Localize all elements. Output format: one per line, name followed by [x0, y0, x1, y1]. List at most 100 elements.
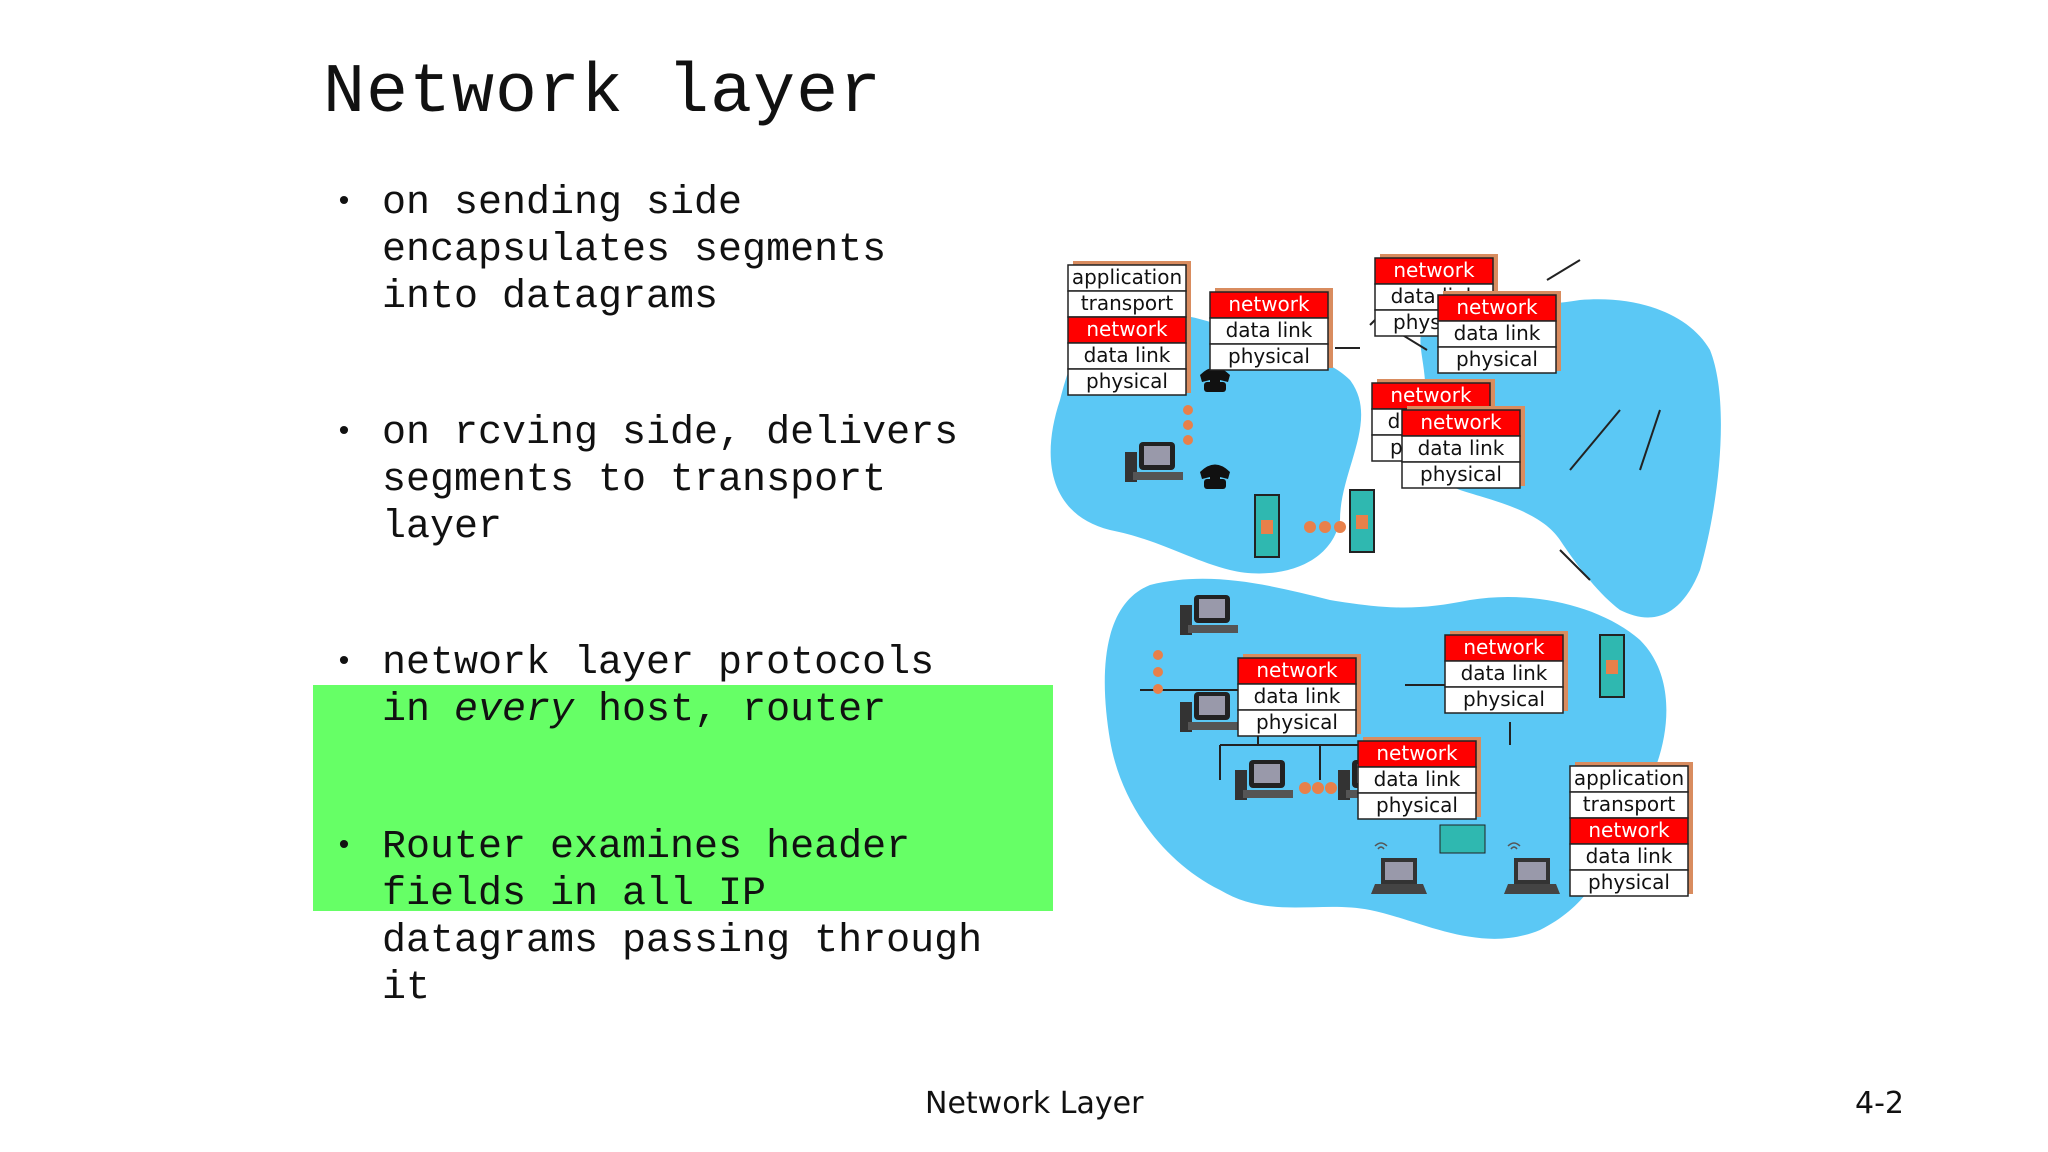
stack-layer-label: physical [1086, 369, 1168, 393]
stack-layer-label: data link [1586, 844, 1673, 868]
stack-layer-label: physical [1228, 344, 1310, 368]
bullet-dot: • [335, 186, 354, 220]
stack-layer-box [1444, 660, 1564, 688]
stack-layer-label: network [1256, 658, 1338, 682]
access-point-icon [1439, 824, 1486, 854]
stack-layer-label: data link [1454, 321, 1541, 345]
stack-layer-label: transport [1081, 291, 1174, 315]
stack-layer-label: network [1463, 635, 1545, 659]
bullet-dot: • [335, 646, 354, 680]
emphasis-word: every [454, 688, 575, 733]
link-line [1639, 409, 1661, 471]
stack-layer-box [1067, 316, 1187, 344]
bullet-line: network layer protocols [382, 641, 935, 686]
server-icon [1599, 634, 1625, 698]
stack-layer-label: application [1574, 766, 1684, 790]
stack-layer-label: data link [1084, 343, 1171, 367]
stack-layer-box [1569, 843, 1689, 871]
stack-layer-box [1067, 264, 1187, 292]
link-line [1569, 409, 1621, 471]
stack-layer-label: network [1228, 292, 1310, 316]
stack-layer-box [1357, 766, 1477, 794]
stack-layer-box [1371, 382, 1491, 410]
stack-layer-box [1067, 342, 1187, 370]
repeater-dots [1153, 405, 1346, 794]
stack-layer-box [1209, 291, 1329, 319]
slide-title: Network layer [323, 54, 883, 133]
stack-layer-box [1569, 765, 1689, 793]
stack-layer-box [1237, 709, 1357, 737]
stack-layer-label: network [1393, 258, 1475, 282]
stack-layer-label: physical [1588, 870, 1670, 894]
stack-layer-box [1237, 657, 1357, 685]
stack-layer-label: data link [1226, 318, 1313, 342]
stack-layer-label: data link [1254, 684, 1341, 708]
stack-layer-label: application [1072, 265, 1182, 289]
stack-layer-box [1209, 343, 1329, 371]
stack-layer-label: physical [1376, 793, 1458, 817]
stack-layer-box [1437, 294, 1557, 322]
stack-layer-box [1357, 792, 1477, 820]
stack-layer-label: transport [1583, 792, 1676, 816]
stack-layer-box [1437, 346, 1557, 374]
stack-layer-box [1067, 368, 1187, 396]
page-number: 4-2 [1855, 1086, 1904, 1121]
bullet-dot: • [335, 416, 354, 450]
desktop-computer-icon [1235, 760, 1293, 800]
stack-layer-box [1374, 257, 1494, 285]
stack-layer-label: data link [1418, 436, 1505, 460]
footer-title: Network Layer [925, 1086, 1144, 1121]
server-icon [1349, 489, 1375, 553]
stack-layer-label: network [1456, 295, 1538, 319]
stack-layer-label: network [1390, 383, 1472, 407]
laptop-icon [1371, 842, 1427, 894]
bullet-line: in every host, router [382, 688, 887, 733]
desktop-computer-icon [1180, 692, 1238, 732]
laptop-icon [1504, 842, 1560, 894]
bullet-line: encapsulates segments [382, 228, 887, 273]
stack-layer-box [1401, 461, 1521, 489]
bullet-line: fields in all IP [382, 872, 767, 917]
stack-layer-label: physical [1456, 347, 1538, 371]
bullet-line: on rcving side, delivers [382, 411, 959, 456]
stack-layer-label: data link [1374, 767, 1461, 791]
stack-layer-label: data link [1461, 661, 1548, 685]
stack-layer-label: network [1376, 741, 1458, 765]
stack-layer-box [1067, 290, 1187, 318]
stack-layer-label: network [1086, 317, 1168, 341]
link-line [1559, 549, 1591, 581]
bullet-line: Router examines header [382, 825, 911, 870]
link-line [1546, 259, 1581, 281]
bullet-line: into datagrams [382, 275, 719, 320]
bullet-line: on sending side [382, 181, 743, 226]
stack-layer-box [1569, 869, 1689, 897]
stack-layer-box [1357, 740, 1477, 768]
network-cloud-top-right [1420, 299, 1721, 618]
stack-layer-box [1444, 686, 1564, 714]
stack-layer-box [1569, 817, 1689, 845]
bullet-line: datagrams passing through [382, 919, 983, 964]
bullet-dot: • [335, 830, 354, 864]
stack-layer-box [1209, 317, 1329, 345]
bullet-line: it [382, 966, 431, 1011]
stack-layer-box [1444, 634, 1564, 662]
bullet-line: layer [382, 505, 503, 550]
telephone-icon [1200, 464, 1230, 489]
stack-layer-label: physical [1463, 687, 1545, 711]
desktop-computer-icon [1180, 595, 1238, 635]
stack-layer-label: network [1420, 410, 1502, 434]
highlight-box [313, 685, 1053, 911]
bullet-line: segments to transport [382, 458, 887, 503]
server-icon [1254, 494, 1280, 558]
stack-layer-box [1401, 409, 1521, 437]
